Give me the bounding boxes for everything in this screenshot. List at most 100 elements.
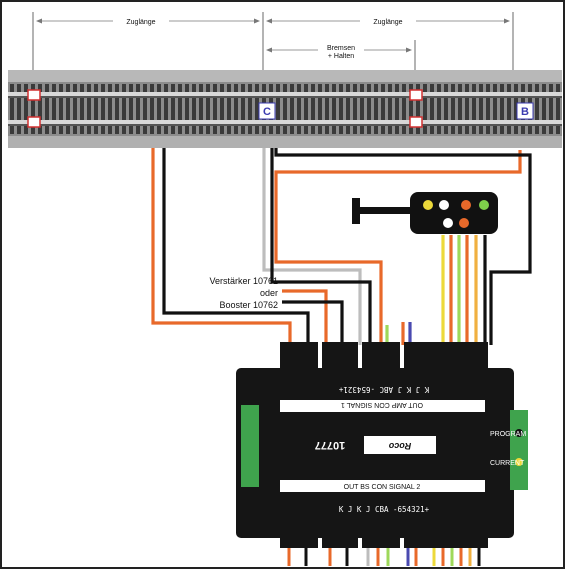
track-tie — [150, 84, 154, 134]
left-green-connector — [241, 405, 259, 487]
track-tie — [353, 84, 357, 134]
marker-c: C — [263, 106, 271, 118]
track-tie — [402, 84, 406, 134]
track-tie — [465, 84, 469, 134]
track-tie — [192, 84, 196, 134]
track-marker-left — [27, 89, 41, 128]
current-led — [515, 458, 523, 466]
brake-label-line1: Bremsen — [327, 45, 355, 52]
track-tie — [94, 84, 98, 134]
track-tie — [346, 84, 350, 134]
track-tie — [479, 84, 483, 134]
track-tie — [486, 84, 490, 134]
track-tie — [458, 84, 462, 134]
track-tie — [143, 84, 147, 134]
track-tie — [59, 84, 63, 134]
track-tie — [73, 84, 77, 134]
track-tie — [416, 84, 420, 134]
track-tie — [276, 84, 280, 134]
right-train-length-label: Zuglänge — [373, 19, 402, 26]
bottom-group-labels: OUT BS CON SIGNAL 2 — [344, 484, 421, 491]
track-tie — [157, 84, 161, 134]
track-tie — [136, 84, 140, 134]
amplifier-label: Verstärker 10761 — [209, 276, 278, 286]
track-tie — [283, 84, 287, 134]
wire-orange-left — [151, 148, 292, 345]
track-tie — [101, 84, 105, 134]
track-tie — [339, 84, 343, 134]
track-tie — [38, 84, 42, 134]
track-tie — [360, 84, 364, 134]
program-label: PROGRAM — [490, 431, 526, 438]
track-tie — [115, 84, 119, 134]
track-tie — [507, 84, 511, 134]
decoder-module — [236, 342, 528, 548]
booster-label: Booster 10762 — [219, 300, 278, 310]
wires — [151, 148, 532, 345]
left-train-length-label: Zuglänge — [126, 19, 155, 26]
wire-black-mid — [270, 148, 372, 345]
track-tie — [500, 84, 504, 134]
track-tie — [66, 84, 70, 134]
track-tie — [80, 84, 84, 134]
track-tie — [542, 84, 546, 134]
wire-orange-b — [274, 150, 522, 345]
track-tie — [10, 84, 14, 134]
track-tie — [311, 84, 315, 134]
track-tie — [199, 84, 203, 134]
track-tie — [234, 84, 238, 134]
track-tie — [381, 84, 385, 134]
track-tie — [87, 84, 91, 134]
track-tie — [122, 84, 126, 134]
wire-black-booster — [282, 300, 344, 345]
track-tie — [444, 84, 448, 134]
bottom-pin-labels: K J K J CBA -654321+ — [339, 505, 430, 514]
track-tie — [52, 84, 56, 134]
marker-b: B — [521, 106, 529, 118]
current-label: CURRENT — [490, 460, 525, 467]
track-tie — [213, 84, 217, 134]
track-tie — [493, 84, 497, 134]
brake-label-line2: + Halten — [328, 53, 354, 60]
track-tie — [374, 84, 378, 134]
track-tie — [472, 84, 476, 134]
top-group-labels: OUT AMP CON SIGNAL 1 — [341, 401, 423, 408]
marker-c-box — [258, 102, 276, 120]
roco-logo-icon — [364, 436, 436, 454]
marker-b-box — [516, 102, 534, 120]
track-tie — [248, 84, 252, 134]
track-tie — [108, 84, 112, 134]
amplifier-or-label: oder — [260, 288, 278, 298]
track-tie — [332, 84, 336, 134]
track-tie — [556, 84, 560, 134]
signal-light-icon — [352, 192, 498, 234]
track-tie — [45, 84, 49, 134]
track-tie — [290, 84, 294, 134]
track-tie — [318, 84, 322, 134]
track-section — [8, 70, 562, 148]
wire-black-left — [162, 148, 310, 345]
track-tie — [325, 84, 329, 134]
module-logo: Roco — [388, 441, 411, 451]
track-tie — [24, 84, 28, 134]
track-marker-mid — [409, 89, 423, 128]
track-tie — [535, 84, 539, 134]
track-tie — [241, 84, 245, 134]
track-tie — [430, 84, 434, 134]
track-tie — [206, 84, 210, 134]
bottom-wire-stubs — [287, 548, 481, 566]
track-tie — [220, 84, 224, 134]
track-tie — [388, 84, 392, 134]
track-tie — [129, 84, 133, 134]
module-title: 10777 — [315, 439, 346, 451]
track-tie — [437, 84, 441, 134]
track-tie — [171, 84, 175, 134]
top-pin-labels: K J K J ABC -654321+ — [338, 385, 429, 394]
track-tie — [549, 84, 553, 134]
track-tie — [451, 84, 455, 134]
track-tie — [304, 84, 308, 134]
track-tie — [423, 84, 427, 134]
track-tie — [227, 84, 231, 134]
